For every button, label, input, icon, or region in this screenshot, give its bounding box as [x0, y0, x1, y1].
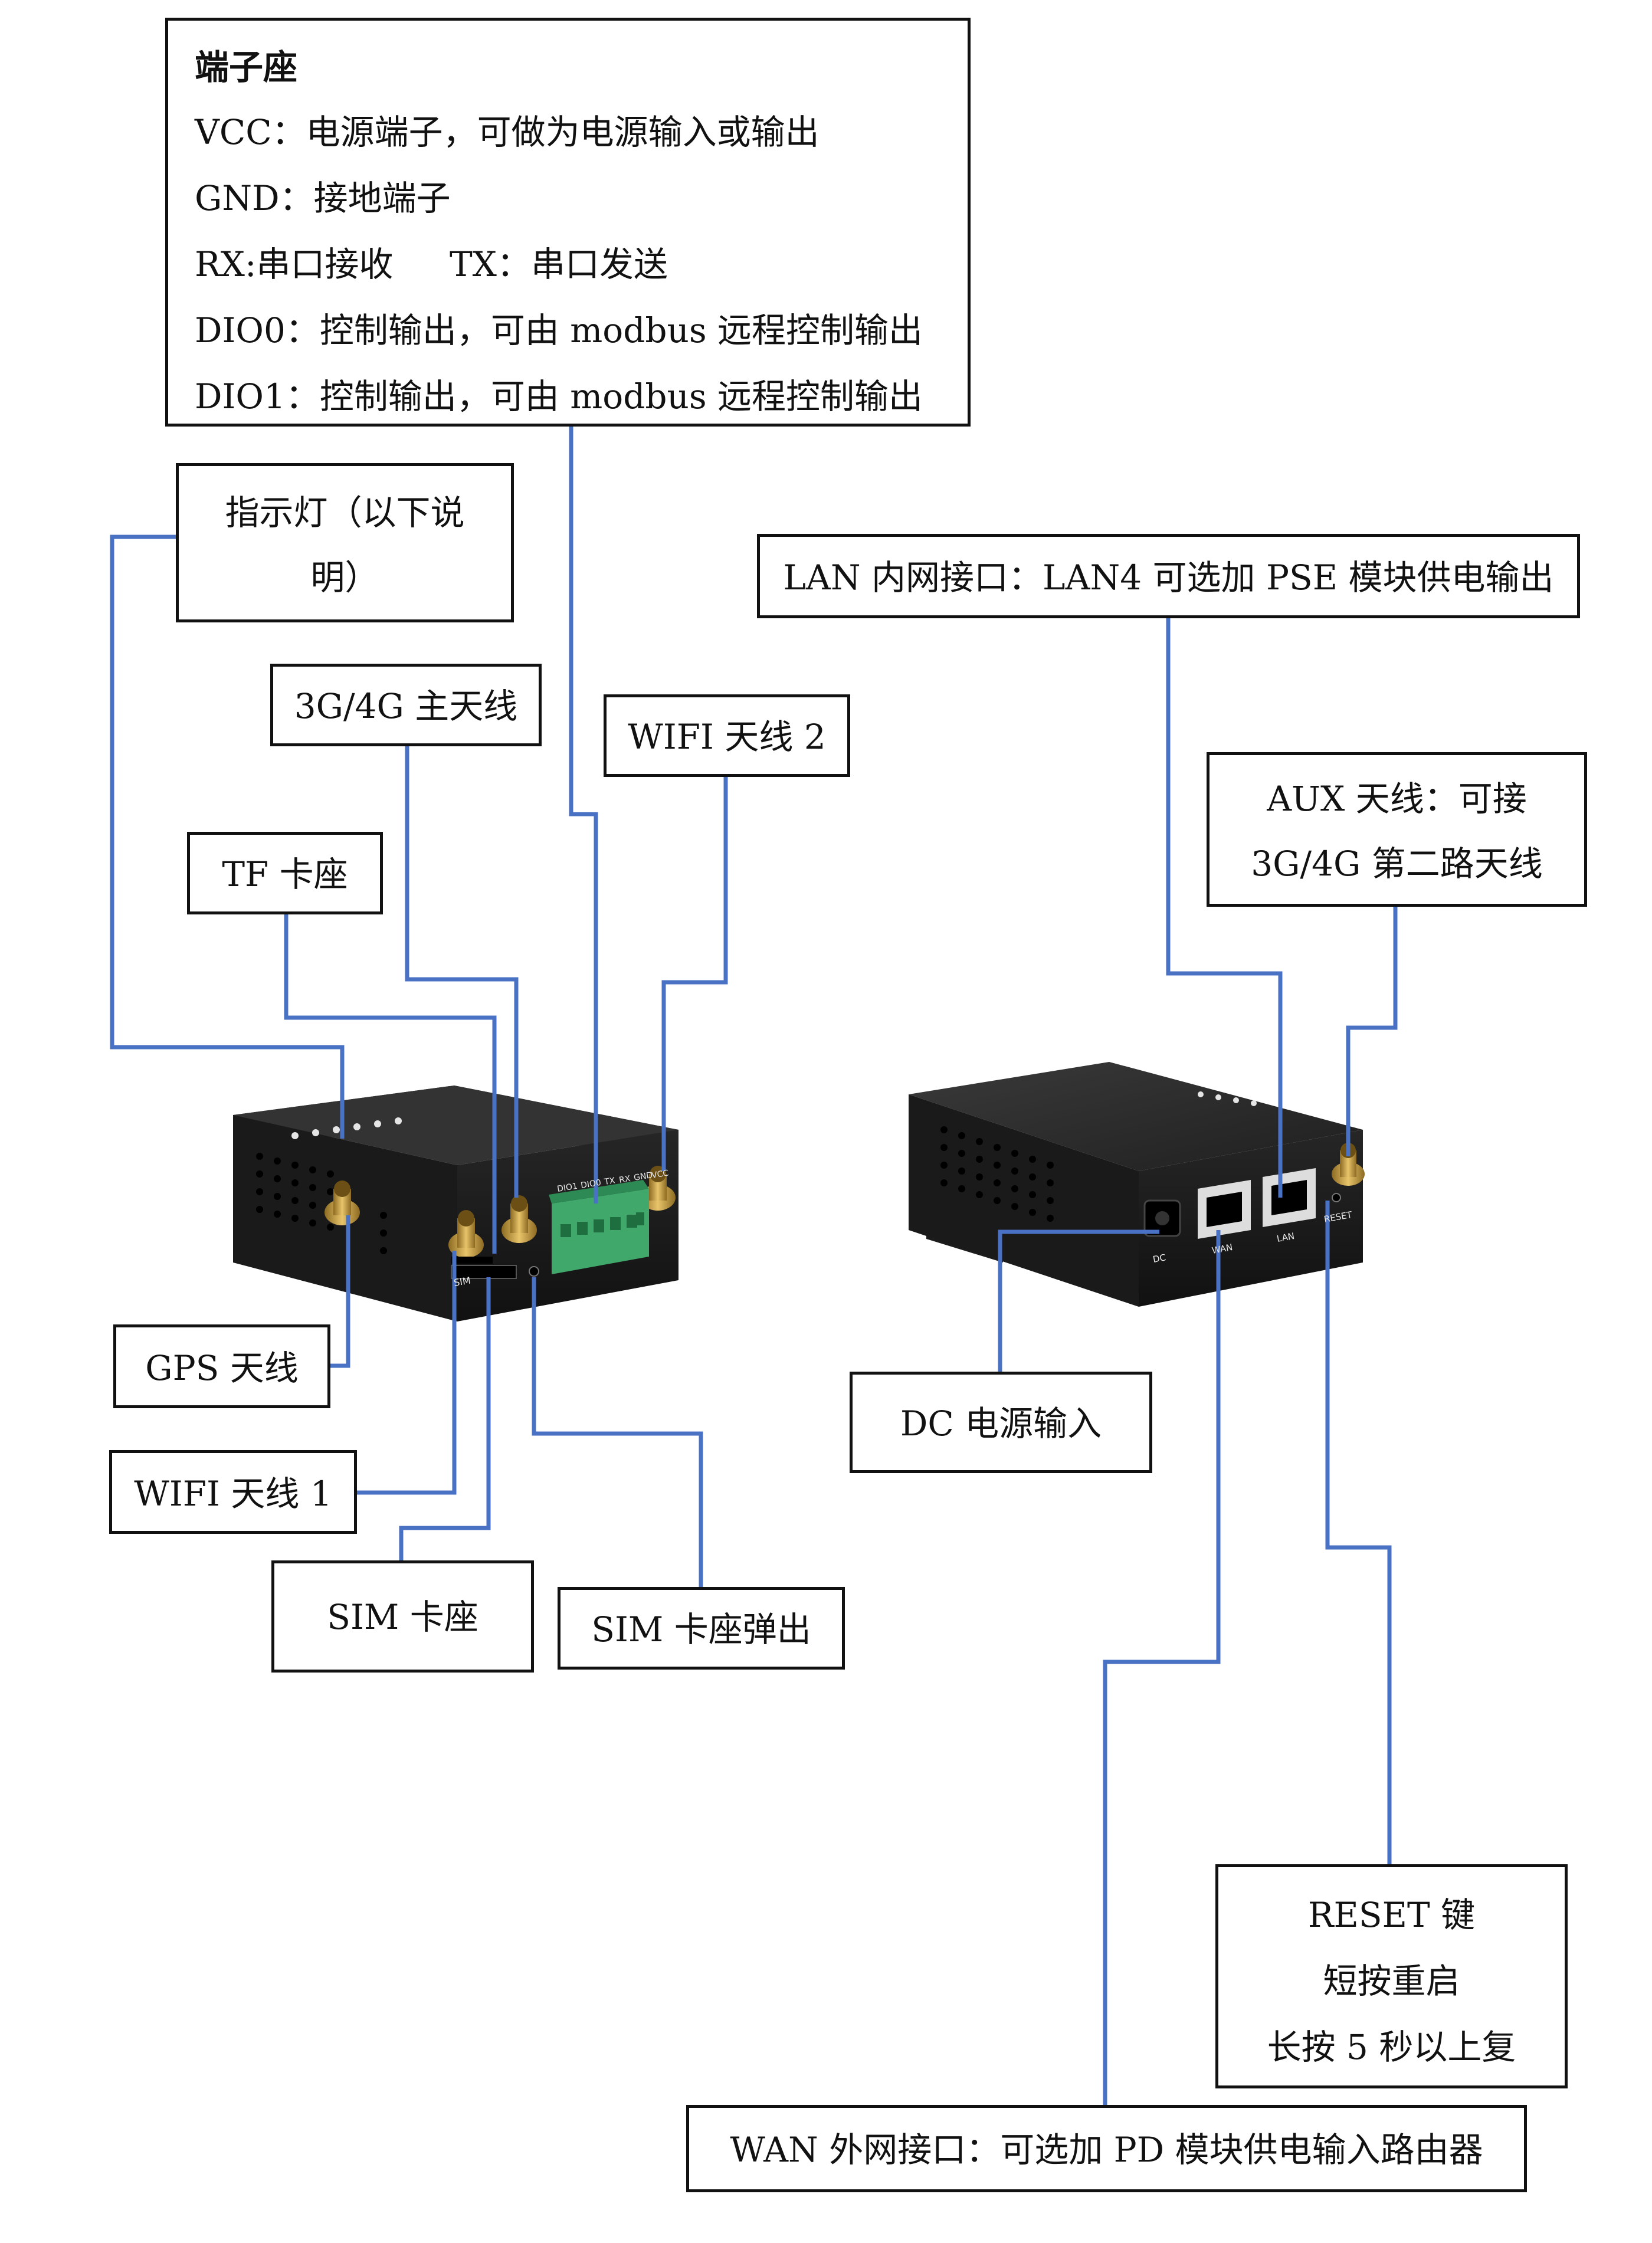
panel-label-gnd: GND [633, 1170, 653, 1183]
sim-eject-hole [529, 1266, 539, 1277]
main-antenna-callout: 3G/4G 主天线 [270, 664, 542, 746]
wifi2-callout: WIFI 天线 2 [604, 694, 850, 777]
terminal-callout: 端子座 VCC：电源端子，可做为电源输入或输出 GND：接地端子 RX:串口接收… [165, 18, 971, 427]
indicator-line-1: 指示灯（以下说 [225, 493, 465, 533]
aux-antenna-connector [1332, 1143, 1365, 1186]
gps-label: GPS 天线 [145, 1348, 299, 1388]
router-rear-view [909, 1062, 1365, 1307]
tf-slot-callout: TF 卡座 [187, 832, 383, 914]
leader-lines [110, 425, 1398, 2106]
sim-slot [451, 1265, 517, 1279]
wifi1-callout: WIFI 天线 1 [109, 1450, 357, 1534]
indicator-line-2: 明） [310, 558, 379, 598]
sim-print-label: SIM [453, 1275, 471, 1288]
sim-eject-callout: SIM 卡座弹出 [558, 1587, 845, 1670]
sim-slot-label: SIM 卡座 [327, 1597, 478, 1637]
vent-holes [256, 1153, 387, 1254]
wifi1-label: WIFI 天线 1 [134, 1474, 332, 1514]
rear-label-lan: LAN [1276, 1231, 1296, 1244]
rear-label-wan: WAN [1211, 1242, 1234, 1256]
wifi1-antenna-connector [448, 1210, 484, 1258]
sim-slot-callout: SIM 卡座 [271, 1560, 534, 1673]
reset-hole [1332, 1193, 1341, 1202]
indicator-leds [291, 1117, 402, 1139]
tf-slot-label: TF 卡座 [222, 854, 348, 894]
terminal-line-dio0: DIO0：控制输出，可由 modbus 远程控制输出 [195, 310, 923, 350]
gps-callout: GPS 天线 [113, 1324, 330, 1408]
indicator-callout: 指示灯（以下说 明） [176, 463, 514, 622]
terminal-line-gnd: GND：接地端子 [195, 178, 451, 218]
terminal-block [549, 1180, 649, 1274]
terminal-line-vcc: VCC：电源端子，可做为电源输入或输出 [195, 112, 820, 152]
terminal-title: 端子座 [195, 47, 298, 87]
reset-line-3: 长按 5 秒以上复 [1267, 2027, 1516, 2067]
main-antenna-connector [502, 1195, 537, 1243]
reset-line-1: RESET 键 [1307, 1895, 1476, 1935]
panel-label-rx: RX [618, 1174, 631, 1185]
tf-slot [451, 1257, 493, 1264]
terminal-line-dio1: DIO1：控制输出，可由 modbus 远程控制输出 [195, 376, 923, 417]
wan-label: WAN 外网接口：可选加 PD 模块供电输入路由器 [730, 2130, 1483, 2170]
router-front-view [233, 1086, 678, 1321]
aux-line-2: 3G/4G 第二路天线 [1251, 844, 1543, 884]
lan-callout: LAN 内网接口：LAN4 可选加 PSE 模块供电输出 [757, 534, 1580, 618]
lan-port [1263, 1168, 1316, 1227]
aux-line-1: AUX 天线：可接 [1267, 779, 1527, 819]
lan-label: LAN 内网接口：LAN4 可选加 PSE 模块供电输出 [783, 558, 1554, 598]
gps-antenna-connector [324, 1180, 360, 1225]
wifi2-label: WIFI 天线 2 [628, 717, 826, 757]
panel-label-tx: TX [603, 1176, 616, 1187]
reset-line-2: 短按重启 [1323, 1961, 1460, 2001]
dc-label: DC 电源输入 [900, 1403, 1102, 1444]
panel-label-vcc: VCC [651, 1169, 669, 1180]
aux-callout: AUX 天线：可接 3G/4G 第二路天线 [1207, 752, 1587, 907]
sim-eject-label: SIM 卡座弹出 [591, 1609, 811, 1650]
dc-callout: DC 电源输入 [850, 1372, 1152, 1473]
dc-jack [1143, 1199, 1181, 1237]
terminal-line-rx: RX:串口接收 [195, 244, 394, 284]
panel-label-dio1: DIO1 [556, 1182, 578, 1194]
rear-label-dc: DC [1152, 1252, 1167, 1265]
wan-callout: WAN 外网接口：可选加 PD 模块供电输入路由器 [686, 2105, 1527, 2192]
wan-port [1198, 1180, 1251, 1239]
reset-callout: RESET 键 短按重启 长按 5 秒以上复 [1215, 1864, 1568, 2088]
main-antenna-label: 3G/4G 主天线 [294, 686, 518, 726]
panel-label-dio0: DIO0 [580, 1178, 602, 1191]
device-top-rear [909, 1062, 1363, 1171]
terminal-line-tx: TX：串口发送 [450, 244, 668, 284]
